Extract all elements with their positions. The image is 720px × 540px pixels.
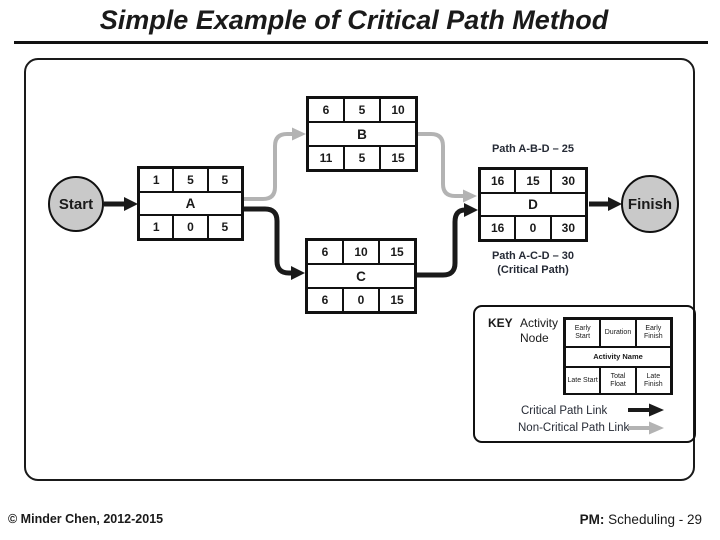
d-early-finish: 30 bbox=[550, 169, 586, 193]
c-duration: 10 bbox=[343, 240, 379, 264]
d-late-start: 16 bbox=[480, 216, 516, 240]
page-title: Simple Example of Critical Path Method bbox=[99, 5, 609, 35]
b-total-float: 5 bbox=[344, 146, 380, 170]
c-total-float: 0 bbox=[343, 288, 379, 312]
c-early-start: 6 bbox=[307, 240, 343, 264]
a-late-finish: 5 bbox=[207, 215, 242, 239]
activity-node-d: 16 15 30 D 16 0 30 bbox=[478, 167, 588, 242]
c-early-finish: 15 bbox=[379, 240, 415, 264]
key-activity-name: Activity Name bbox=[565, 347, 671, 367]
b-early-start: 6 bbox=[308, 98, 344, 122]
b-duration: 5 bbox=[344, 98, 380, 122]
b-late-finish: 15 bbox=[380, 146, 416, 170]
c-late-start: 6 bbox=[307, 288, 343, 312]
link-b-d bbox=[418, 132, 463, 198]
finish-node-label: Finish bbox=[627, 195, 673, 213]
start-node-label: Start bbox=[58, 195, 94, 213]
d-duration: 15 bbox=[515, 169, 551, 193]
activity-node-a: 1 5 5 A 1 0 5 bbox=[137, 166, 244, 241]
key-early-start: Early Start bbox=[565, 319, 601, 347]
start-node: Start bbox=[48, 176, 104, 232]
title-underline bbox=[14, 41, 708, 44]
link-c-d bbox=[417, 207, 466, 278]
a-activity-name: A bbox=[139, 191, 242, 216]
a-early-finish: 5 bbox=[207, 168, 242, 192]
link-a-c-arrowhead-icon bbox=[291, 266, 305, 280]
link-c-d-arrowhead-icon bbox=[464, 203, 478, 217]
a-late-start: 1 bbox=[139, 215, 174, 239]
key-title: KEY bbox=[488, 316, 513, 330]
d-total-float: 0 bbox=[515, 216, 551, 240]
link-start-a-arrowhead-icon bbox=[124, 197, 138, 211]
key-node-template: Early Start Duration Early Finish Activi… bbox=[563, 317, 673, 395]
noncritical-path-link-label: Non-Critical Path Link bbox=[518, 422, 630, 434]
footer-prefix: PM: bbox=[579, 512, 605, 527]
critical-path-link-label: Critical Path Link bbox=[521, 405, 608, 417]
key-duration: Duration bbox=[600, 319, 636, 347]
c-late-finish: 15 bbox=[379, 288, 415, 312]
link-a-b-arrowhead-icon bbox=[292, 127, 306, 141]
b-activity-name: B bbox=[308, 122, 416, 146]
d-late-finish: 30 bbox=[550, 216, 586, 240]
finish-node: Finish bbox=[621, 175, 679, 233]
a-total-float: 0 bbox=[173, 215, 208, 239]
copyright-text: © Minder Chen, 2012-2015 bbox=[8, 512, 164, 526]
footer-page-label: Scheduling - 29 bbox=[604, 512, 702, 527]
key-total-float: Total Float bbox=[600, 367, 636, 395]
key-late-start: Late Start bbox=[565, 367, 601, 395]
b-late-start: 11 bbox=[308, 146, 344, 170]
key-legend-box: KEY Activity Node Early Start Duration E… bbox=[473, 305, 696, 443]
key-early-finish: Early Finish bbox=[635, 319, 671, 347]
activity-node-c: 6 10 15 C 6 0 15 bbox=[305, 238, 417, 314]
a-early-start: 1 bbox=[139, 168, 174, 192]
critical-path-note: (Critical Path) bbox=[497, 264, 569, 276]
link-d-finish-arrowhead-icon bbox=[608, 197, 622, 211]
key-activity-node-label: Activity Node bbox=[520, 316, 559, 345]
link-a-b bbox=[244, 132, 293, 201]
c-activity-name: C bbox=[307, 264, 415, 288]
b-early-finish: 10 bbox=[380, 98, 416, 122]
key-late-finish: Late Finish bbox=[635, 367, 671, 395]
link-a-c bbox=[244, 206, 292, 276]
d-early-start: 16 bbox=[480, 169, 516, 193]
slide-footer: PM: Scheduling - 29 bbox=[580, 512, 702, 527]
path-acd-label: Path A-C-D – 30 bbox=[491, 250, 575, 262]
path-abd-label: Path A-B-D – 25 bbox=[491, 143, 575, 155]
key-critical-arrowhead-icon bbox=[649, 403, 664, 417]
a-duration: 5 bbox=[173, 168, 208, 192]
diagram-frame bbox=[24, 58, 695, 481]
link-b-d-arrowhead-icon bbox=[463, 189, 477, 203]
d-activity-name: D bbox=[480, 192, 586, 217]
activity-node-b: 6 5 10 B 11 5 15 bbox=[306, 96, 418, 172]
key-noncritical-arrowhead-icon bbox=[649, 421, 664, 435]
